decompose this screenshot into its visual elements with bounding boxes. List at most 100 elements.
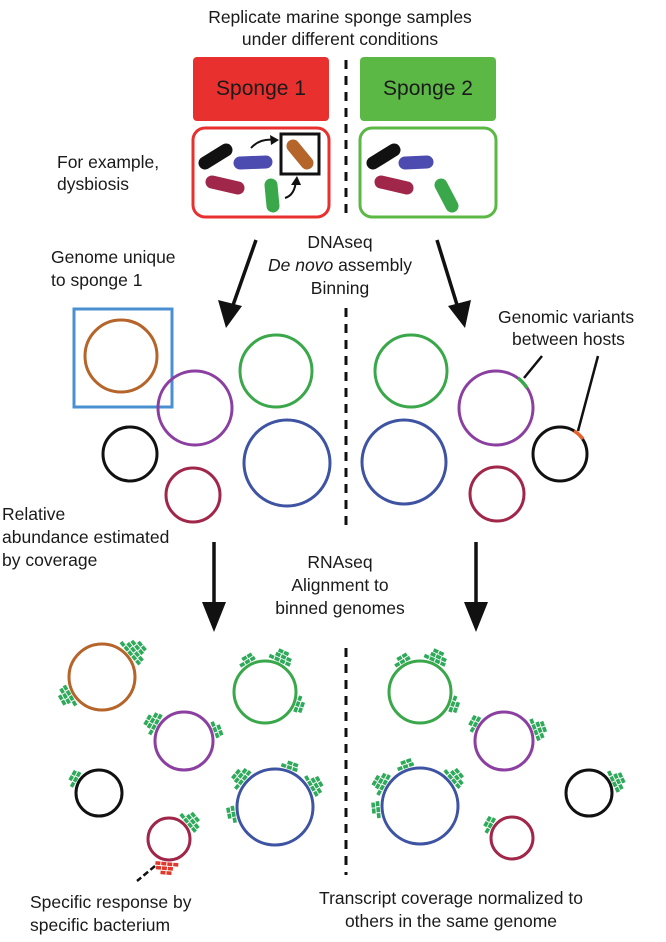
mapped-read <box>280 762 287 769</box>
mapped-read <box>241 655 248 662</box>
sponge1-sample-box <box>191 126 331 219</box>
variant-pointer-2 <box>576 355 600 432</box>
mapped-genome-blue-left <box>235 767 315 847</box>
mapped-read <box>268 653 275 660</box>
mapped-read <box>423 653 430 660</box>
mapped-read <box>535 735 541 742</box>
mapped-genome-black-right <box>564 768 614 818</box>
mapped-read <box>483 821 489 828</box>
mapped-read <box>374 783 381 790</box>
bacterium-indigo-s2 <box>398 155 434 170</box>
mapped-read <box>237 772 244 779</box>
mapped-read <box>137 640 143 647</box>
specific-response-line-2: specific bacterium <box>30 915 171 935</box>
mapped-read <box>187 822 194 829</box>
mapped-read <box>484 827 491 834</box>
mapped-read <box>313 782 320 789</box>
mapped-read <box>166 871 172 876</box>
mapped-read <box>458 772 464 779</box>
mapped-read <box>376 789 382 796</box>
mapped-read <box>68 775 75 782</box>
mapped-read <box>468 720 474 727</box>
unique-genome-box <box>72 307 174 409</box>
rnaseq-line-3: binned genomes <box>275 598 405 618</box>
mapped-read <box>401 652 408 659</box>
mapped-read <box>157 713 163 720</box>
mapped-read <box>65 698 71 705</box>
mapped-genome-green-left <box>232 659 298 725</box>
mapped-read <box>62 684 69 691</box>
genome-blue-left <box>242 418 332 508</box>
mapped-read <box>371 802 376 808</box>
mapped-read <box>451 778 458 785</box>
mapped-read <box>230 805 235 812</box>
sponge-1-label: Sponge 1 <box>193 57 329 121</box>
arrowhead-top <box>270 135 279 145</box>
mapped-read <box>234 768 241 775</box>
mapped-read <box>452 707 458 714</box>
abundance-line-2: abundance estimated <box>2 527 170 547</box>
mapped-read <box>382 779 388 786</box>
bacterium-maroon-s2 <box>374 175 414 195</box>
genome-purple-right <box>457 369 535 447</box>
genome-blue-right <box>360 418 448 506</box>
header-line-2: under different conditions <box>241 29 439 49</box>
mapped-read <box>167 866 174 871</box>
mapped-read <box>127 650 134 657</box>
mapped-read <box>71 700 78 707</box>
mapped-read <box>615 778 622 785</box>
mapped-read <box>487 822 494 829</box>
mapped-read <box>429 656 436 662</box>
mapped-read <box>376 807 381 813</box>
mapped-read <box>126 641 133 649</box>
mapped-read <box>440 656 447 663</box>
arrow-dnaseq-left-head <box>218 300 242 328</box>
genome-brown-left <box>83 318 159 394</box>
mapped-read <box>435 654 442 660</box>
mapped-read <box>455 782 461 789</box>
rnaseq-line-2: Alignment to <box>291 575 389 595</box>
mapped-read <box>214 732 220 739</box>
arrow-dnaseq-left-shaft <box>230 239 258 309</box>
mapped-genome-blue-right <box>380 766 460 846</box>
mapped-read <box>244 658 251 665</box>
mapped-read <box>396 655 403 662</box>
mapped-read <box>618 783 624 790</box>
mapped-read <box>541 726 548 733</box>
mapped-read <box>313 790 319 797</box>
mapped-read <box>135 659 142 666</box>
mapped-read <box>190 826 197 833</box>
mapped-read <box>231 811 236 818</box>
mapped-read <box>119 640 126 648</box>
mapped-read <box>293 706 299 713</box>
mapped-read <box>439 661 446 667</box>
bacterium-brown <box>286 139 314 170</box>
genome-maroon-right <box>468 465 526 523</box>
mapped-read <box>310 777 317 784</box>
bacterium-green-s2 <box>434 178 459 213</box>
mapped-read <box>371 808 376 814</box>
mapped-read <box>277 648 284 654</box>
mapped-read <box>287 760 293 766</box>
mapped-read <box>292 762 299 768</box>
mapped-read <box>385 774 391 781</box>
mapped-read <box>297 695 303 702</box>
mapped-read <box>155 861 161 866</box>
mapped-read <box>452 695 458 702</box>
mapped-read <box>234 783 240 790</box>
mapped-read <box>475 716 482 723</box>
mapped-read <box>285 656 292 663</box>
mapped-read <box>183 817 190 824</box>
mapped-read <box>233 777 240 784</box>
dnaseq-line-2: De novo assembly <box>240 254 440 276</box>
mapped-read <box>138 648 145 656</box>
mapped-read <box>537 727 543 734</box>
mapped-read <box>60 699 67 706</box>
mapped-read <box>612 781 618 788</box>
mapped-read <box>535 721 541 728</box>
mapped-read <box>529 718 535 725</box>
mapped-read <box>371 780 378 787</box>
mapped-read <box>292 767 298 773</box>
mapped-read <box>620 777 626 784</box>
